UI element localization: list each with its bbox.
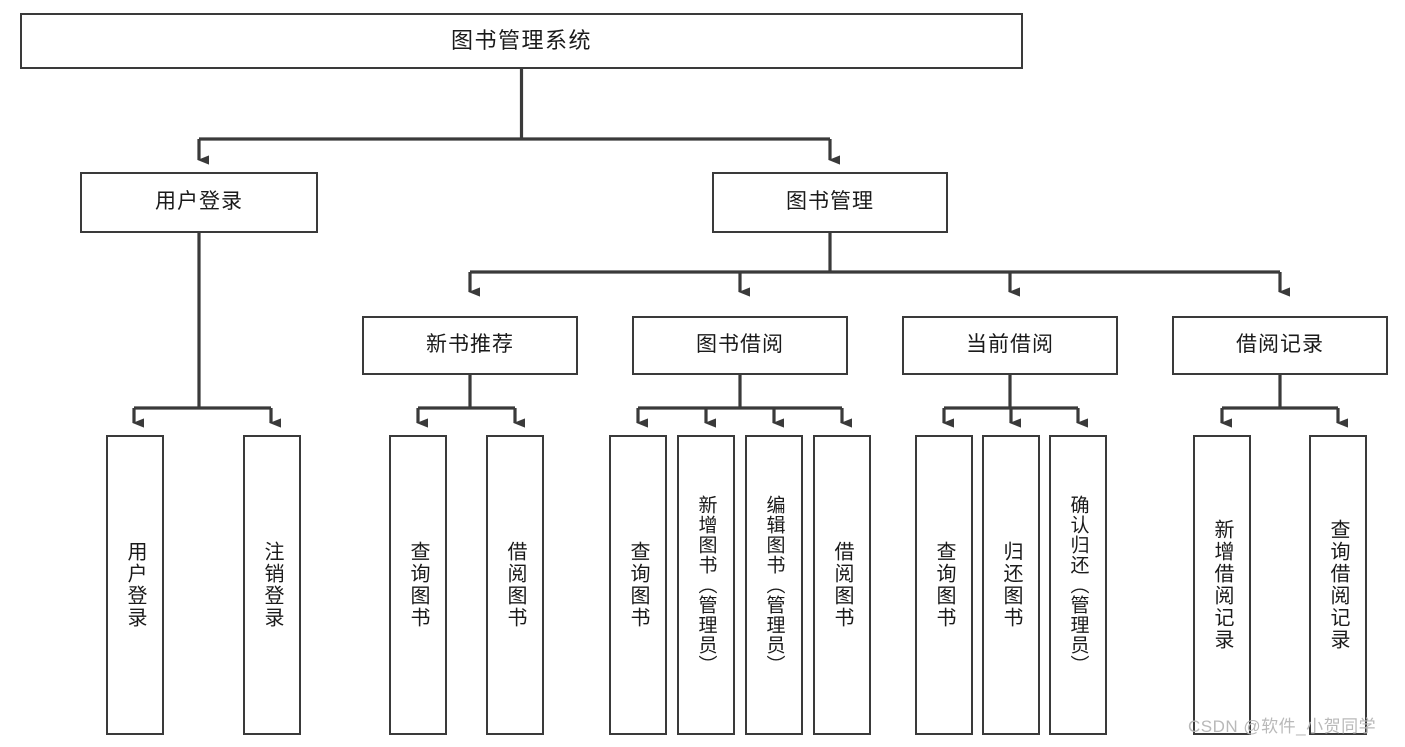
node-leaf-add-book[interactable]: 新增图书（管理员） bbox=[677, 435, 735, 735]
node-leaf-query-book-1-label: 查询图书 bbox=[407, 541, 429, 629]
node-leaf-query-book-2-label: 查询图书 bbox=[627, 541, 649, 629]
node-leaf-user-login-label: 用户登录 bbox=[124, 541, 146, 629]
node-borrow-record[interactable]: 借阅记录 bbox=[1172, 316, 1388, 375]
node-leaf-edit-book[interactable]: 编辑图书（管理员） bbox=[745, 435, 803, 735]
node-book-management-label: 图书管理 bbox=[786, 190, 874, 214]
node-leaf-borrow-book-2[interactable]: 借阅图书 bbox=[813, 435, 871, 735]
node-book-borrow-label: 图书借阅 bbox=[696, 333, 784, 357]
node-leaf-query-book-2[interactable]: 查询图书 bbox=[609, 435, 667, 735]
node-root-label: 图书管理系统 bbox=[450, 28, 592, 54]
node-leaf-add-record-label: 新增借阅记录 bbox=[1211, 519, 1233, 651]
node-new-book-recommend-label: 新书推荐 bbox=[426, 333, 514, 357]
node-user-login[interactable]: 用户登录 bbox=[80, 172, 318, 233]
node-leaf-query-book-3-label: 查询图书 bbox=[933, 541, 955, 629]
node-leaf-confirm-return-label: 确认归还（管理员） bbox=[1067, 495, 1089, 675]
node-user-login-label: 用户登录 bbox=[155, 190, 243, 214]
node-current-borrow-label: 当前借阅 bbox=[966, 333, 1054, 357]
node-leaf-return-book[interactable]: 归还图书 bbox=[982, 435, 1040, 735]
node-leaf-user-login[interactable]: 用户登录 bbox=[106, 435, 164, 735]
node-leaf-confirm-return[interactable]: 确认归还（管理员） bbox=[1049, 435, 1107, 735]
node-leaf-query-record-label: 查询借阅记录 bbox=[1327, 519, 1349, 651]
node-leaf-query-book-3[interactable]: 查询图书 bbox=[915, 435, 973, 735]
node-book-management[interactable]: 图书管理 bbox=[712, 172, 948, 233]
watermark: CSDN @软件_小贺同学 bbox=[1188, 717, 1377, 736]
node-leaf-return-book-label: 归还图书 bbox=[1000, 541, 1022, 629]
node-book-borrow[interactable]: 图书借阅 bbox=[632, 316, 848, 375]
node-new-book-recommend[interactable]: 新书推荐 bbox=[362, 316, 578, 375]
node-leaf-edit-book-label: 编辑图书（管理员） bbox=[763, 495, 785, 675]
node-leaf-borrow-book-1[interactable]: 借阅图书 bbox=[486, 435, 544, 735]
node-leaf-add-book-label: 新增图书（管理员） bbox=[695, 495, 717, 675]
node-leaf-query-book-1[interactable]: 查询图书 bbox=[389, 435, 447, 735]
node-root[interactable]: 图书管理系统 bbox=[20, 13, 1023, 69]
node-leaf-query-record[interactable]: 查询借阅记录 bbox=[1309, 435, 1367, 735]
node-leaf-logout-label: 注销登录 bbox=[261, 541, 283, 629]
node-current-borrow[interactable]: 当前借阅 bbox=[902, 316, 1118, 375]
node-leaf-borrow-book-1-label: 借阅图书 bbox=[504, 541, 526, 629]
node-leaf-logout[interactable]: 注销登录 bbox=[243, 435, 301, 735]
node-borrow-record-label: 借阅记录 bbox=[1236, 333, 1324, 357]
node-leaf-borrow-book-2-label: 借阅图书 bbox=[831, 541, 853, 629]
node-leaf-add-record[interactable]: 新增借阅记录 bbox=[1193, 435, 1251, 735]
